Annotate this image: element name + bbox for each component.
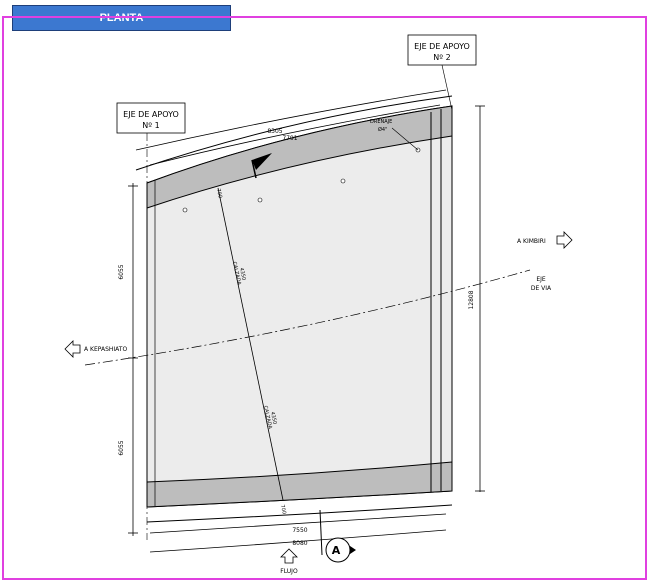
flag-marker — [252, 153, 272, 170]
dim-right-total: 12808 — [468, 290, 475, 309]
deck-slab — [146, 105, 453, 508]
dim-left-lower: 6055 — [118, 440, 125, 455]
drain-hole — [340, 178, 346, 184]
arrow-right-icon — [556, 231, 573, 249]
top-crossbeam — [146, 105, 453, 209]
section-line — [319, 509, 323, 556]
dim-line-top-outer — [135, 89, 447, 151]
roadway-upper-1: 4350 — [238, 267, 247, 281]
arrow-left-icon — [64, 340, 81, 358]
support-axis-1-line1: EJE DE APOYO — [123, 110, 179, 119]
dim-top-inner: 7791 — [282, 135, 297, 142]
dim-top-outer: 8305 — [267, 128, 282, 135]
support-axis-2-line2: Nº 2 — [433, 53, 450, 62]
direction-left-label: A KEPASHIATO — [84, 346, 127, 353]
roadway-upper-2: CALZADA — [231, 261, 242, 286]
flow-label: FLUJO — [280, 568, 298, 575]
section-marker-label: A — [332, 544, 341, 557]
dim-bottom-outer: 8080 — [292, 540, 307, 547]
drawing-frame — [2, 16, 647, 580]
drain-hole — [182, 207, 188, 213]
beam-top-dim: 700 — [215, 188, 223, 199]
dim-bottom-inner: 7550 — [292, 527, 307, 534]
roadway-lower-2: CALZADA — [262, 405, 273, 430]
support-axis-2-line1: EJE DE APOYO — [414, 42, 470, 51]
support-axis-1-box — [116, 102, 186, 134]
drain-hole — [257, 197, 263, 203]
road-axis-label-1: EJE — [536, 276, 546, 283]
roadway-lower-1: 4350 — [269, 411, 278, 425]
dim-left-upper: 6055 — [118, 264, 125, 279]
drainage-leader — [391, 127, 419, 151]
dim-line-bottom-outer — [149, 529, 447, 553]
roadway-width-line — [217, 187, 284, 501]
drainage-label-2: Ø4" — [378, 126, 387, 133]
outer-edge-top — [135, 95, 453, 171]
bottom-crossbeam — [146, 461, 453, 508]
outer-edge-bottom — [146, 504, 453, 523]
dim-line-bottom-inner — [149, 513, 447, 534]
support-axis-2-line — [441, 64, 453, 111]
drainage-label-1: DRENAJE — [370, 119, 392, 125]
dim-line-top-inner — [149, 104, 441, 166]
support-axis-2-box — [407, 34, 477, 66]
road-axis-label-2: DE VIA — [531, 285, 552, 292]
support-axis-1-line2: Nº 1 — [142, 121, 159, 130]
arrow-up-icon — [280, 548, 298, 564]
direction-right-label: A KIMBIRI — [517, 238, 546, 245]
beam-bottom-dim: 700 — [279, 504, 287, 515]
